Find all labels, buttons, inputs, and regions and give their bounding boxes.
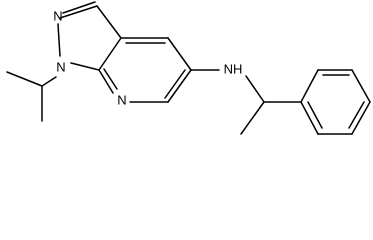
bond-ph3-ph4 bbox=[351, 69, 371, 103]
bond-c3a-c7a bbox=[98, 37, 122, 71]
bond-n7-c7a-double bbox=[103, 68, 118, 90]
bond-ph6-ph1-double bbox=[307, 101, 323, 129]
bond-ph4-ph5 bbox=[351, 101, 371, 135]
bond-c5-c6-double bbox=[164, 69, 186, 99]
atom-label-nh: NH bbox=[224, 61, 243, 76]
bond-ph6-ph1 bbox=[300, 101, 319, 135]
atom-label-n1: N bbox=[56, 59, 65, 74]
atom-label-n2: N bbox=[53, 8, 62, 23]
atom-label-n7: N bbox=[117, 92, 126, 107]
bond-ph1-ph2 bbox=[300, 69, 319, 103]
molecule-canvas: N N N NH bbox=[6, 1, 371, 135]
bond-c5-c6 bbox=[167, 69, 192, 103]
bond-n1-ch bbox=[41, 76, 57, 87]
bond-n1-n2 bbox=[57, 23, 61, 57]
bond-c4-c5 bbox=[167, 37, 192, 71]
bond-n2-c3-double bbox=[62, 1, 96, 14]
bond-c7a-n1 bbox=[70, 62, 100, 71]
bond-nh-ch bbox=[245, 75, 265, 103]
bond-ph4-ph5-double bbox=[348, 101, 365, 129]
bond-c3-c3a bbox=[96, 5, 122, 39]
bond-n2-c3 bbox=[59, 5, 98, 19]
bond-n7-c7a bbox=[98, 69, 114, 94]
molecule-diagram: N N N NH bbox=[6, 1, 371, 135]
bond-ch-methyl bbox=[240, 101, 265, 135]
bond-ch-me1 bbox=[6, 71, 43, 87]
